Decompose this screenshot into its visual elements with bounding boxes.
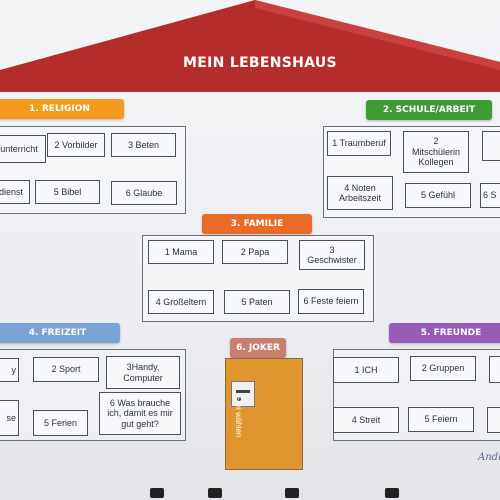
freunde-cell: 2 Gruppen [410, 356, 476, 381]
roof-shape [0, 0, 500, 92]
religion-cell: dienst [0, 180, 30, 204]
freunde-cell-edge [487, 407, 500, 433]
schule-cell: 6 S [480, 183, 500, 208]
freunde-header: 5. FREUNDE [389, 323, 500, 343]
religion-cell: 5 Bibel [35, 180, 100, 204]
freizeit-cell: 3Handy, Computer [106, 356, 180, 389]
familie-cell: 1 Mama [148, 240, 214, 264]
signature: Andi [478, 452, 500, 463]
freizeit-cell: 6 Was brauche ich, damit es mir gut geht… [99, 392, 181, 435]
roof-highlight [255, 0, 500, 70]
familie-cell: 5 Paten [224, 290, 290, 314]
freunde-cell: 4 Streit [333, 407, 399, 433]
familie-header: 3. FAMILIE [202, 214, 312, 234]
binder-ring [285, 488, 299, 498]
schule-cell: 1 Traumberuf [327, 131, 391, 156]
schule-header: 2. SCHULE/ARBEIT [366, 100, 492, 120]
binder-ring [208, 488, 222, 498]
schule-cell: 2 Mitschülerin Kollegen [403, 131, 469, 173]
religion-cell: 2 Vorbilder [47, 133, 105, 157]
familie-cell: 3 Geschwister [299, 240, 365, 270]
freizeit-cell: y [0, 358, 19, 382]
binder-ring [150, 488, 164, 498]
freunde-cell: 1 ICH [333, 357, 399, 383]
freizeit-cell: se [0, 400, 19, 436]
freunde-cell-edge [489, 356, 500, 383]
door-handle-icon [231, 381, 255, 407]
freunde-cell: 5 Feiern [408, 407, 474, 432]
binder-ring [385, 488, 399, 498]
freizeit-header: 4. FREIZEIT [0, 323, 120, 343]
freizeit-cell: 5 Ferien [33, 410, 88, 436]
familie-cell: 2 Papa [222, 240, 288, 264]
schule-cell-edge [482, 131, 500, 161]
religion-cell: unterricht [0, 135, 46, 163]
roof [0, 0, 500, 92]
religion-cell: 6 Glaube [111, 181, 177, 205]
schule-cell: 5 Gefühl [405, 183, 471, 208]
freizeit-cell: 2 Sport [33, 357, 99, 382]
poster-title: MEIN LEBENSHAUS [183, 55, 337, 71]
religion-header: 1. RELIGION [0, 99, 124, 119]
schule-cell: 4 Noten Arbeitszeit [327, 176, 393, 210]
door-text: Frei wählen [234, 396, 243, 438]
joker-door [225, 358, 303, 470]
familie-cell: 6 Feste feiern [298, 289, 364, 314]
joker-header: 6. JOKER [230, 338, 286, 358]
religion-cell: 3 Beten [111, 133, 176, 157]
familie-cell: 4 Großeltern [148, 290, 214, 314]
